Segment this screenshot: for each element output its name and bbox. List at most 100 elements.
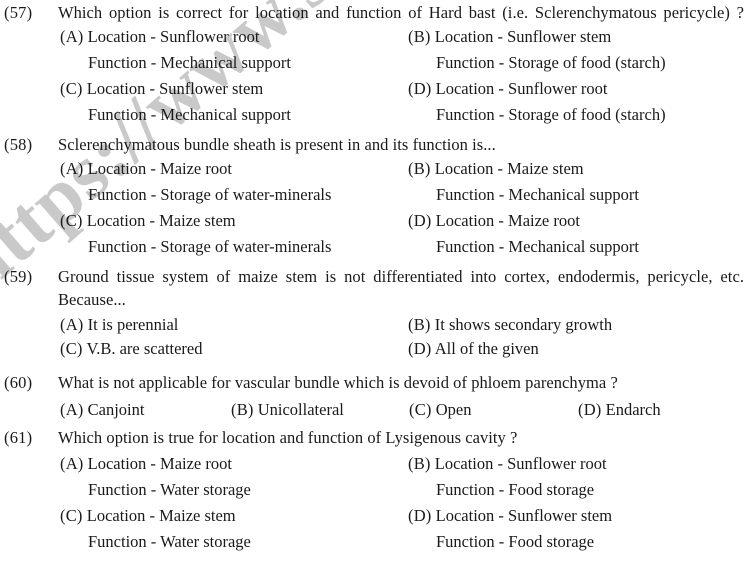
option-d[interactable]: (D) Endarch [578, 399, 661, 420]
question-number: (57) [4, 3, 33, 22]
question-block-57: (57) Which option is correct for locatio… [0, 2, 745, 132]
option-b-location: Location - Maize stem [434, 159, 584, 178]
option-a-tag: (A) [60, 159, 84, 178]
option-b-function: Function - Storage of food (starch) [436, 53, 666, 72]
option-a-label: It is perennial [87, 315, 179, 334]
options-grid: (A) Location - Maize root Function - Wat… [0, 453, 745, 559]
option-d-tag: (D) [578, 400, 602, 419]
option-a-tag: (A) [60, 454, 84, 473]
option-b-function: Function - Food storage [436, 480, 595, 499]
question-block-58: (58) Sclerenchymatous bundle sheath is p… [0, 134, 745, 264]
option-a[interactable]: (A) Location - Maize root [60, 158, 232, 179]
option-a[interactable]: (A) Location - Sunflower root [60, 26, 259, 47]
question-text-line2: Because... [58, 290, 126, 309]
options-grid: (A) Canjoint (B) Unicollateral (C) Open … [0, 399, 745, 421]
option-a[interactable]: (A) Location - Maize root [60, 453, 232, 474]
question-text: Ground tissue system of maize stem is no… [58, 267, 744, 286]
option-d-tag: (D) [408, 79, 432, 98]
question-stem-row: (60) What is not applicable for vascular… [0, 372, 745, 393]
option-c[interactable]: (C) Open [409, 399, 471, 420]
option-d-location: Location - Sunflower root [435, 79, 608, 98]
option-c[interactable]: (C) V.B. are scattered [60, 338, 203, 359]
option-b[interactable]: (B) It shows secondary growth [408, 314, 612, 335]
option-c-tag: (C) [60, 79, 83, 98]
option-d-function: Function - Food storage [436, 532, 595, 551]
option-d-function: Function - Storage of food (starch) [436, 105, 666, 124]
option-a-function-line: Function - Mechanical support [88, 52, 291, 73]
question-number: (60) [4, 373, 33, 392]
option-c-function-line: Function - Mechanical support [88, 104, 291, 125]
option-b[interactable]: (B) Location - Sunflower stem [408, 26, 611, 47]
question-block-59: (59) Ground tissue system of maize stem … [0, 266, 745, 364]
option-b-tag: (B) [408, 159, 431, 178]
option-d-tag: (D) [408, 506, 432, 525]
option-c-function-line: Function - Water storage [88, 531, 251, 552]
option-b-tag: (B) [408, 454, 431, 473]
option-c-tag: (C) [60, 211, 83, 230]
option-a-function: Function - Mechanical support [88, 53, 291, 72]
option-a-function-line: Function - Storage of water-minerals [88, 184, 331, 205]
option-c-location: Location - Maize stem [86, 211, 236, 230]
question-stem-row: (58) Sclerenchymatous bundle sheath is p… [0, 134, 745, 155]
option-d[interactable]: (D) Location - Maize root [408, 210, 580, 231]
option-c[interactable]: (C) Location - Maize stem [60, 505, 236, 526]
question-stem-row: (57) Which option is correct for locatio… [0, 2, 745, 23]
option-b-tag: (B) [408, 27, 431, 46]
option-c-function-line: Function - Storage of water-minerals [88, 236, 331, 257]
option-d-function: Function - Mechanical support [436, 237, 639, 256]
option-d-label: All of the given [434, 339, 539, 358]
option-b-location: Location - Sunflower root [434, 454, 607, 473]
question-text: Which option is true for location and fu… [58, 428, 518, 447]
option-b-location: Location - Sunflower stem [434, 27, 612, 46]
option-b-label: It shows secondary growth [434, 315, 613, 334]
option-b-label: Unicollateral [257, 400, 344, 419]
option-c[interactable]: (C) Location - Maize stem [60, 210, 236, 231]
option-b[interactable]: (B) Location - Maize stem [408, 158, 584, 179]
option-d-label: Endarch [605, 400, 661, 419]
question-text: What is not applicable for vascular bund… [58, 373, 618, 392]
option-d-function-line: Function - Storage of food (starch) [436, 104, 666, 125]
option-a-location: Location - Maize root [87, 454, 232, 473]
option-a-function-line: Function - Water storage [88, 479, 251, 500]
question-text: Which option is correct for location and… [58, 3, 744, 22]
option-a-location: Location - Maize root [87, 159, 232, 178]
question-number: (61) [4, 428, 33, 447]
option-c[interactable]: (C) Location - Sunflower stem [60, 78, 263, 99]
question-stem-row: (59) Ground tissue system of maize stem … [0, 266, 745, 287]
option-c-label: V.B. are scattered [86, 339, 203, 358]
option-a-tag: (A) [60, 315, 84, 334]
question-stem-row-continued: Because... [0, 289, 745, 310]
option-b-function-line: Function - Storage of food (starch) [436, 52, 666, 73]
option-a-location: Location - Sunflower root [87, 27, 260, 46]
question-text: Sclerenchymatous bundle sheath is presen… [58, 135, 496, 154]
option-b[interactable]: (B) Location - Sunflower root [408, 453, 607, 474]
option-b-tag: (B) [231, 400, 254, 419]
option-b-tag: (B) [408, 315, 431, 334]
option-a[interactable]: (A) It is perennial [60, 314, 178, 335]
option-b-function-line: Function - Food storage [436, 479, 594, 500]
option-a-function: Function - Storage of water-minerals [88, 185, 332, 204]
option-d[interactable]: (D) Location - Sunflower root [408, 78, 607, 99]
option-b-function-line: Function - Mechanical support [436, 184, 639, 205]
options-grid: (A) Location - Sunflower root Function -… [0, 26, 745, 132]
option-d-tag: (D) [408, 211, 432, 230]
option-a[interactable]: (A) Canjoint [60, 399, 144, 420]
option-a-tag: (A) [60, 400, 84, 419]
option-a-label: Canjoint [87, 400, 145, 419]
option-d-location: Location - Sunflower stem [435, 506, 613, 525]
option-c-location: Location - Sunflower stem [86, 79, 264, 98]
option-d[interactable]: (D) All of the given [408, 338, 539, 359]
option-b[interactable]: (B) Unicollateral [231, 399, 344, 420]
option-d-function-line: Function - Food storage [436, 531, 594, 552]
option-d-function-line: Function - Mechanical support [436, 236, 639, 257]
question-number: (58) [4, 135, 33, 154]
option-d[interactable]: (D) Location - Sunflower stem [408, 505, 612, 526]
option-d-location: Location - Maize root [435, 211, 580, 230]
option-c-tag: (C) [60, 506, 83, 525]
option-a-function: Function - Water storage [88, 480, 251, 499]
option-b-function: Function - Mechanical support [436, 185, 639, 204]
option-c-tag: (C) [60, 339, 83, 358]
option-c-location: Location - Maize stem [86, 506, 236, 525]
question-stem-row: (61) Which option is true for location a… [0, 427, 745, 448]
